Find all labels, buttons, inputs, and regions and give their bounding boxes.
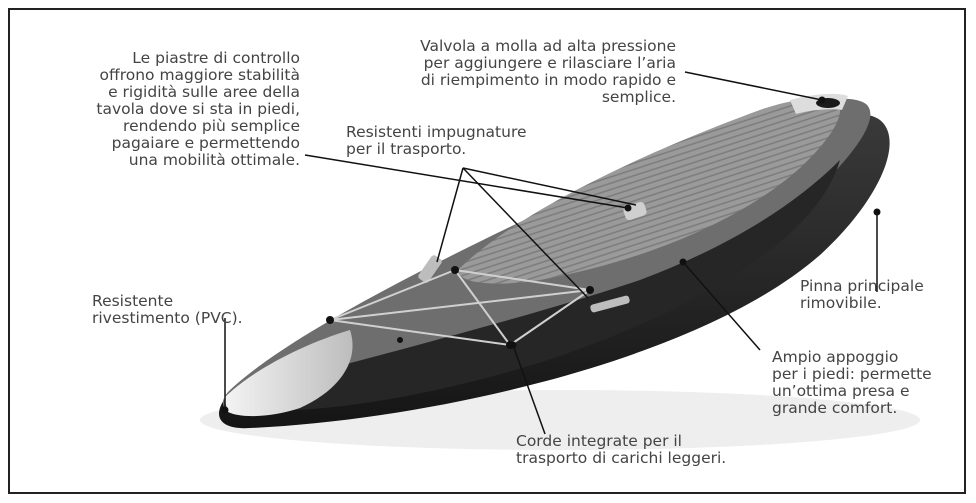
board-nose <box>224 330 353 417</box>
control-plates-label: Le piastre di controllo offrono maggiore… <box>96 49 300 169</box>
side-handle <box>590 295 630 313</box>
handles-label: Resistenti impugnature per il trasporto. <box>346 123 527 158</box>
bungee-cords <box>329 269 591 346</box>
footpad-label: Ampio appoggio per i piedi: permette un’… <box>772 348 932 417</box>
coating-label: Resistente rivestimento (PVC). <box>92 292 243 327</box>
traction-pad <box>458 98 841 284</box>
valve-label: Valvola a molla ad alta pressione per ag… <box>420 37 676 106</box>
leader-dots <box>221 96 881 414</box>
cords-label: Corde integrate per il trasporto di cari… <box>516 432 727 467</box>
front-handle <box>418 255 442 283</box>
fin-label: Pinna principale rimovibile. <box>800 277 924 312</box>
leader-lines <box>224 71 878 435</box>
